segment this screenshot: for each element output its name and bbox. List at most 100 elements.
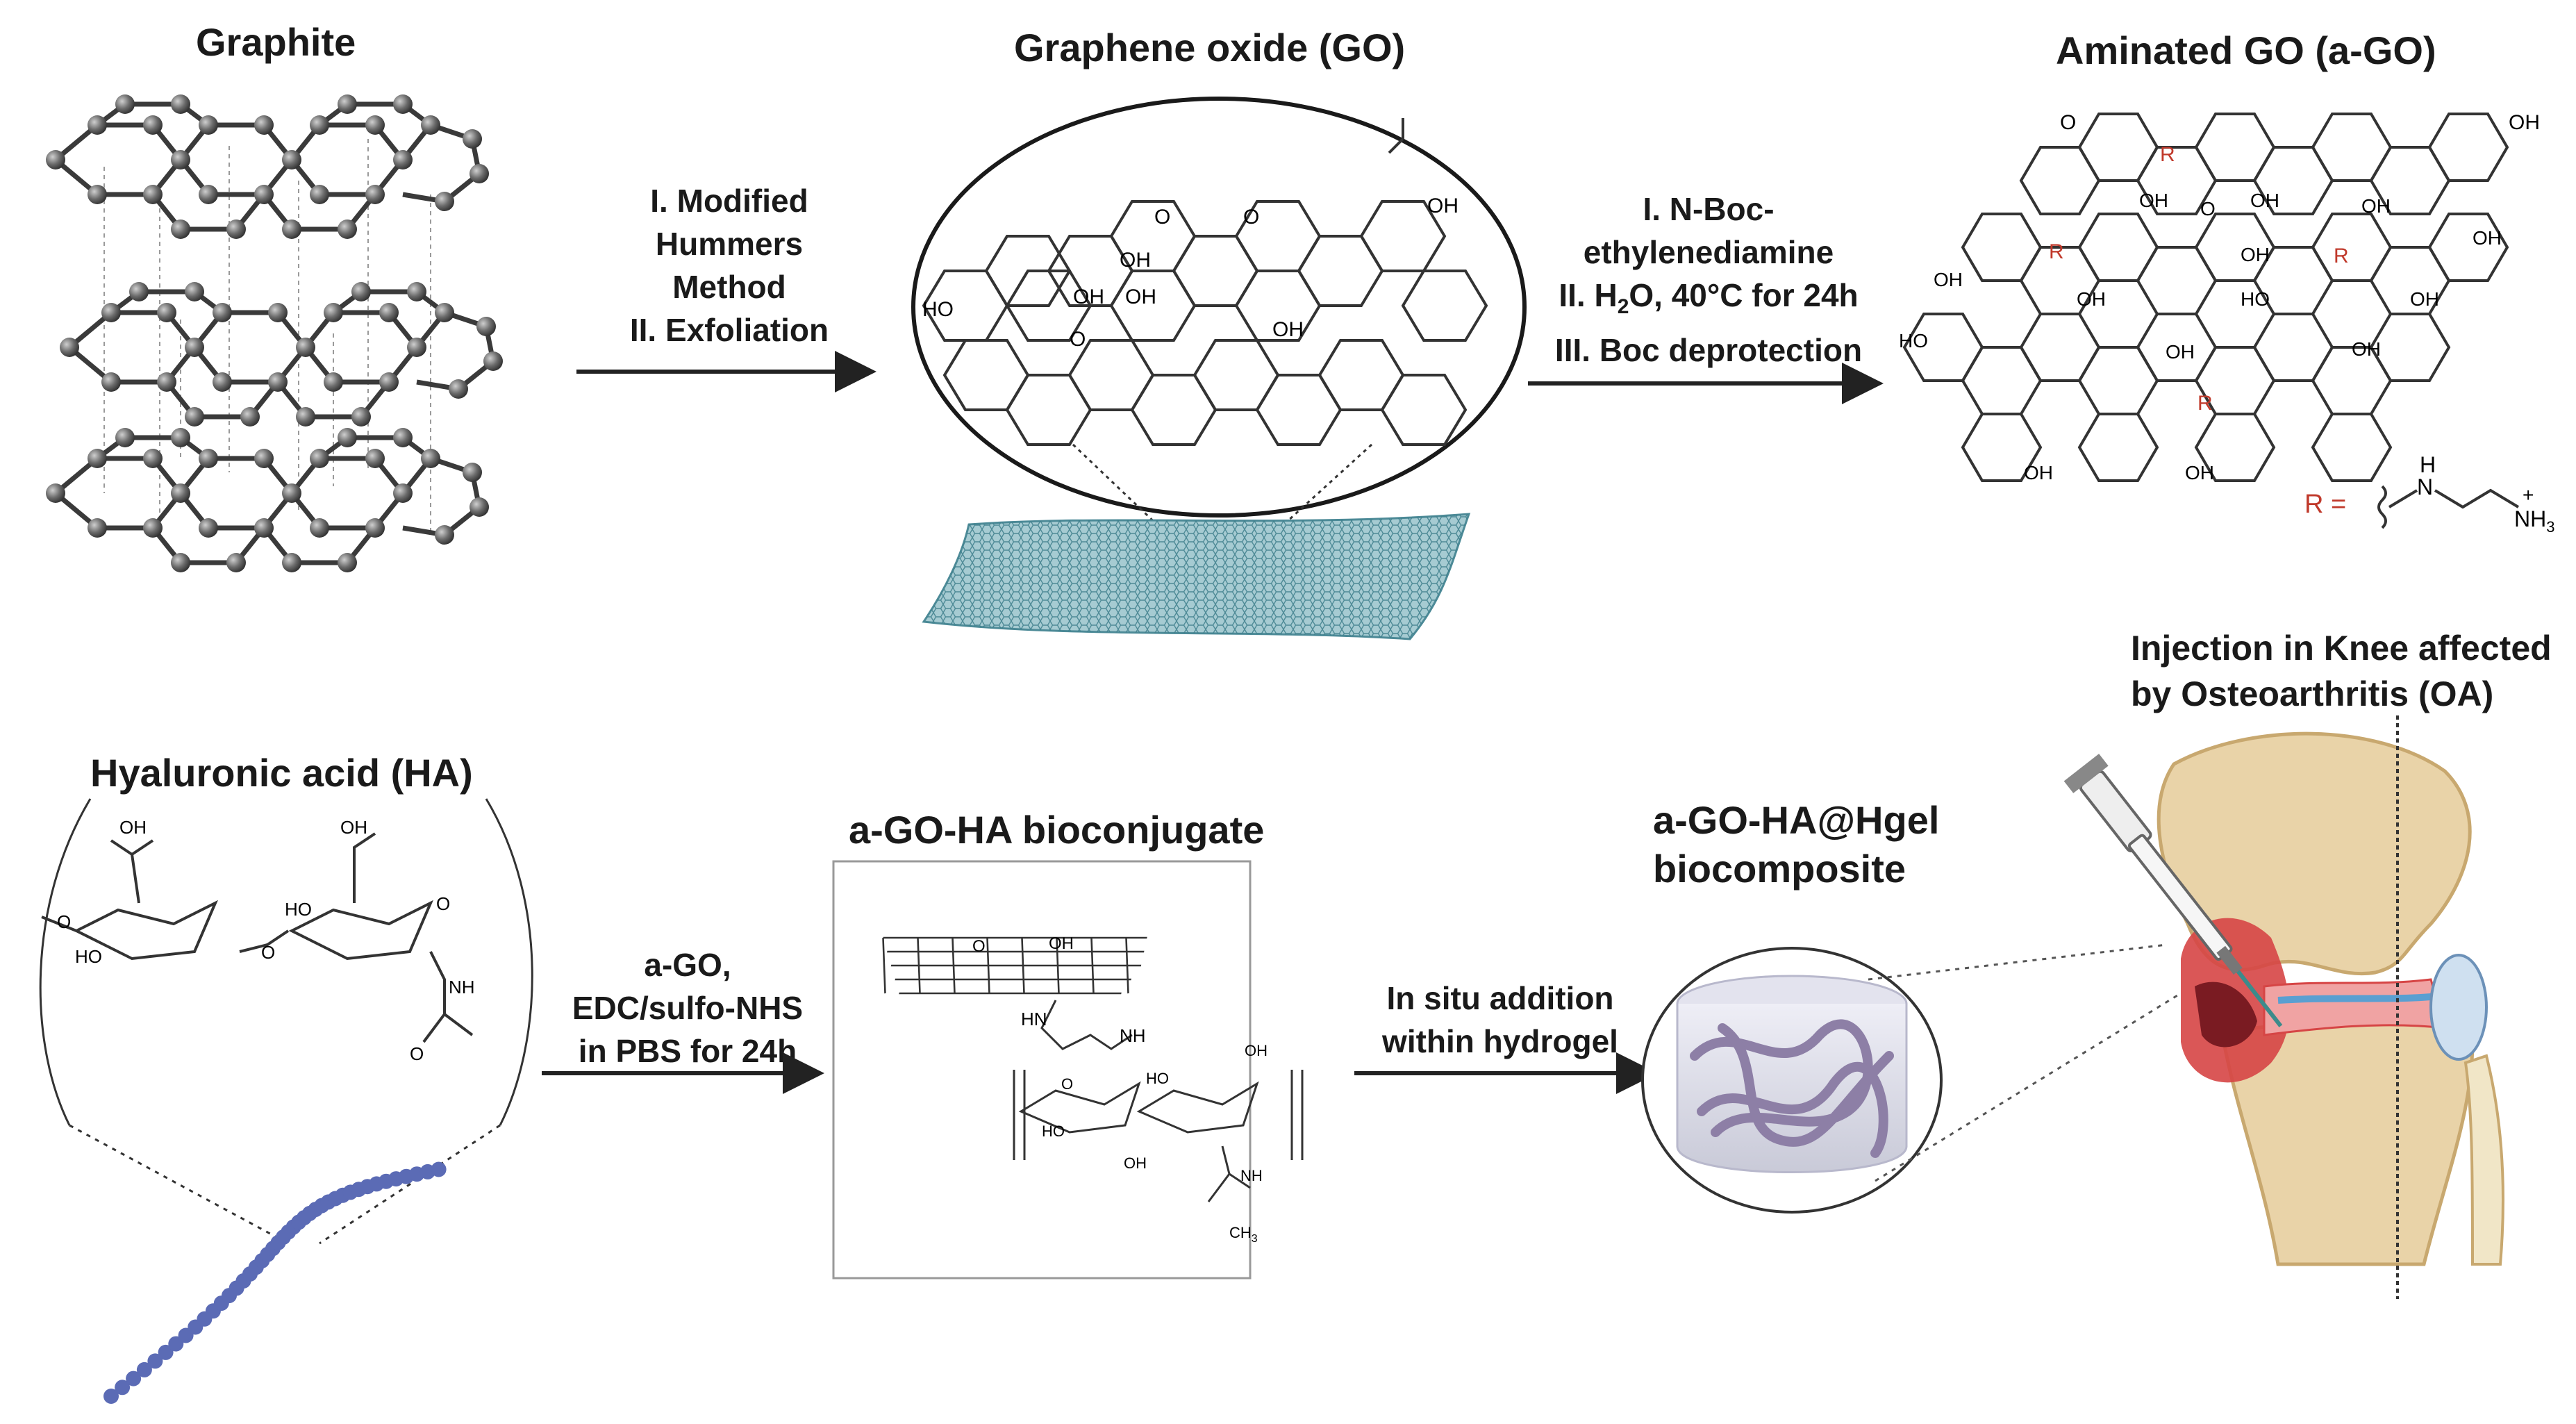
bioconjugate-o-label: O [1061,1075,1073,1093]
r-definition-label: R = [2304,490,2346,519]
injection-title-line2: by Osteoarthritis (OA) [2131,674,2494,713]
ago-oh-label: OH [2352,338,2381,360]
ago-o-label: O [2200,198,2216,220]
ha-o-label: O [410,1043,424,1064]
ago-structure: O OH R OH O OH OH OH R OH OH R HO OH OH … [1899,111,2554,536]
step1-line: Hummers [655,226,804,262]
bioconjugate-ch3-label: CH3 [1229,1224,1258,1245]
ha-chain-bead [147,1353,163,1369]
r-nh3-label: NH3 [2514,506,2554,536]
step2-line: I. N-Boc- [1643,191,1775,227]
ago-oh-label: OH [2185,462,2214,483]
step3-line: EDC/sulfo-NHS [572,990,804,1026]
ago-r-label: R [2197,392,2213,415]
step4-line: In situ addition [1386,980,1614,1016]
ago-oh-label: OH [1934,269,1963,290]
bioconjugate-hn-label: HN [1021,1009,1047,1029]
step4-label: In situ addition within hydrogel [1347,977,1653,1063]
ha-oh-label: OH [340,817,367,838]
ago-oh-label: OH [2361,195,2391,217]
step3-line: a-GO, [644,947,731,983]
ha-o-label: O [261,942,275,963]
ha-chain-bead [126,1371,142,1386]
hydrogel-biocomposite [1641,943,2182,1214]
bioconjugate-ho-label: HO [1042,1123,1065,1140]
ago-oh-label: OH [2139,190,2168,211]
go-title: Graphene oxide (GO) [1014,26,1406,69]
biocomposite-title-line1: a-GO-HA@Hgel [1653,798,1940,842]
ha-chain-bead [158,1344,174,1360]
step1-line: I. Modified [650,183,808,219]
step2-line: ethylenediamine [1583,234,1834,270]
ha-oh-label: OH [119,817,147,838]
ha-chain-bead [136,1361,152,1377]
ago-r-label: R [2160,143,2175,166]
step2-line3-a: II. H [1559,277,1618,313]
ago-title: Aminated GO (a-GO) [2056,28,2436,72]
bioconjugate-oh-label: OH [1049,934,1074,953]
ha-chain-bead [115,1380,131,1396]
bioconjugate-panel: O OH HN NH O HO OH HO OH NH CH3 [832,860,1304,1280]
graphite-title: Graphite [196,20,356,64]
ago-oh-label: OH [2241,244,2270,265]
knee-joint-illustration [2063,715,2504,1299]
go-ho-label: HO [922,298,954,321]
go-oh-label: OH [1427,194,1459,217]
bioconjugate-nh-label: NH [1120,1025,1146,1046]
bioconjugate-oh-label: OH [1124,1154,1147,1172]
injection-title-line1: Injection in Knee affected [2131,629,2552,668]
step1-line: Method [672,269,786,305]
ago-oh-label: OH [2024,462,2053,483]
ago-r-label: R [2049,240,2064,263]
ago-ho-label: HO [2241,288,2270,310]
biocomposite-title-line2: biocomposite [1653,847,1906,891]
step2-line: II. H2O, 40°C for 24h [1521,274,1896,329]
ha-o-label: O [57,911,71,932]
ago-r-label: R [2334,245,2349,267]
ha-chain-bead [431,1161,447,1177]
go-oh-label: OH [1125,285,1156,308]
step2-label: I. N-Boc- ethylenediamine II. H2O, 40°C … [1521,188,1896,372]
step4-line: within hydrogel [1382,1023,1618,1059]
bioconjugate-oh-label: OH [1245,1042,1268,1059]
syringe-icon [2063,754,2283,1027]
go-oh-label: OH [1120,249,1151,272]
ha-nh-label: NH [449,977,475,997]
step2-line: III. Boc deprotection [1554,332,1863,369]
ago-oh-label: OH [2166,341,2195,363]
bioconjugate-o-label: O [972,937,986,956]
step1-label: I. Modified Hummers Method II. Exfoliati… [597,179,861,351]
ago-oh-label: OH [2473,227,2502,249]
ha-chain-bead [103,1389,119,1404]
step1-line: II. Exfoliation [629,312,829,348]
ago-o-label: O [2060,111,2076,134]
step3-line: in PBS for 24h [578,1033,797,1069]
r-h-label: H [2420,452,2436,477]
bioconjugate-nh-label: NH [1240,1167,1263,1184]
ago-oh-label: OH [2077,288,2106,310]
step3-label: a-GO, EDC/sulfo-NHS in PBS for 24h [535,943,840,1073]
go-o-label: O [1070,328,1086,351]
step2-line3-sub: 2 [1617,295,1629,319]
bioconjugate-title: a-GO-HA bioconjugate [849,808,1265,852]
ha-illustration: OH OH O HO O HO O NH O [39,798,533,1404]
ha-ho-label: HO [285,899,312,920]
graphite-illustration [46,94,503,572]
ha-o-label: O [436,893,450,914]
bioconjugate-ho-label: HO [1146,1070,1169,1087]
ha-chain [103,1161,447,1404]
ha-title: Hyaluronic acid (HA) [90,751,473,795]
step2-line3-b: O, 40°C for 24h [1629,277,1859,313]
go-illustration: OH O O OH OH HO OH O OH [911,97,1527,640]
go-hexagon-lattice [922,118,1488,446]
ago-oh-label: OH [2509,111,2540,134]
go-oh-label: OH [1272,318,1304,341]
r-plus-label: + [2523,484,2534,506]
r-n-label: N [2417,474,2433,499]
go-o-label: O [1154,206,1170,229]
ago-oh-label: OH [2250,190,2279,211]
go-oh-label: OH [1073,285,1104,308]
ago-ho-label: HO [1899,330,1928,351]
ago-oh-label: OH [2410,288,2439,310]
